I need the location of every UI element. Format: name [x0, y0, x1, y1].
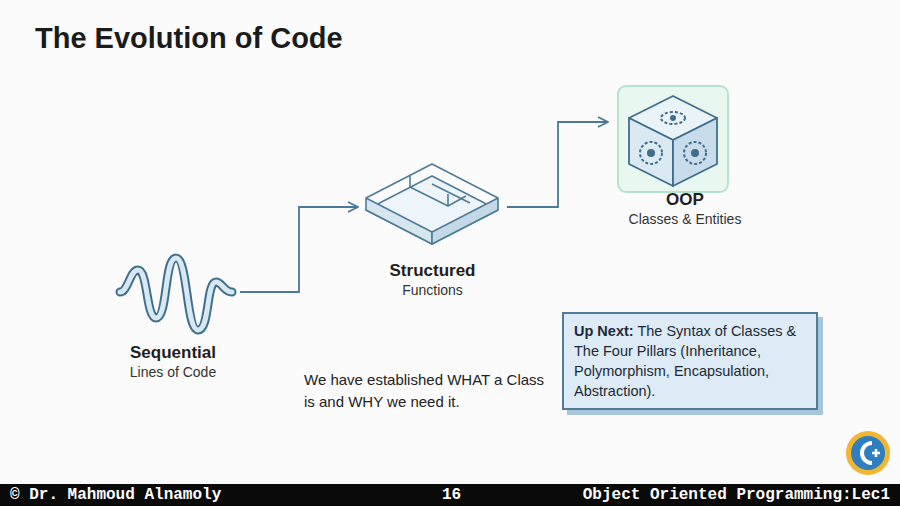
flow-arrow: [240, 207, 358, 292]
logo-c: [862, 443, 872, 463]
cube-left: [629, 118, 673, 186]
tray-left-wall: [366, 198, 432, 244]
stage-name: Structured: [360, 260, 505, 281]
flow-arrow: [507, 122, 608, 207]
logo-disc: [851, 436, 885, 470]
tray-rim: [366, 164, 498, 198]
callout-text: Up Next: The Syntax of Classes & The Fou…: [574, 321, 806, 401]
stage-node: SequentialLines of Code: [108, 258, 238, 381]
footer-bar: © Dr. Mahmoud Alnamoly 16 Object Oriented …: [0, 484, 900, 506]
tray-divider-c: [432, 184, 470, 203]
logo-ring: [846, 431, 890, 475]
slide-title: The Evolution of Code: [35, 22, 343, 55]
structured-icon: [366, 164, 498, 244]
logo-plus: [872, 449, 880, 457]
gear-hubs: [647, 115, 699, 157]
icon-space: [360, 170, 505, 260]
cpp-logo: [846, 431, 890, 475]
footer-author: © Dr. Mahmoud Alnamoly: [10, 486, 221, 504]
stage-subtitle: Classes & Entities: [610, 210, 760, 228]
note-text: We have established WHAT a Class is and …: [304, 369, 554, 413]
stage-name: OOP: [610, 189, 760, 210]
tray-bottom: [366, 176, 498, 244]
gears: [640, 112, 706, 164]
gear-right: [684, 142, 706, 164]
hub: [647, 149, 655, 157]
tray-divider-a: [410, 175, 448, 206]
stage-node: OOPClasses & Entities: [610, 88, 760, 228]
stage-node: StructuredFunctions: [360, 170, 505, 299]
callout-heading: Up Next:: [574, 323, 634, 339]
wave-outline: [120, 258, 232, 330]
icon-space: [610, 88, 760, 189]
callout-box: Up Next: The Syntax of Classes & The Fou…: [562, 312, 818, 410]
tray-divider-b: [448, 196, 466, 206]
gear-left: [640, 142, 662, 164]
cube-right: [673, 118, 717, 186]
wave-icon: [120, 258, 232, 330]
footer-course: Object Oriented Programming:Lec1: [583, 486, 890, 504]
wave-fill: [120, 258, 232, 330]
hub: [670, 115, 676, 121]
gear-top: [661, 112, 685, 124]
tray-right-wall: [432, 198, 498, 244]
hub: [691, 149, 699, 157]
stage-name: Sequential: [108, 342, 238, 363]
oop-cube-icon: [618, 86, 728, 192]
icon-space: [108, 258, 238, 342]
stage-subtitle: Functions: [360, 281, 505, 299]
stage-subtitle: Lines of Code: [108, 363, 238, 381]
page-number: 16: [442, 486, 461, 504]
cube-glow: [618, 86, 728, 192]
